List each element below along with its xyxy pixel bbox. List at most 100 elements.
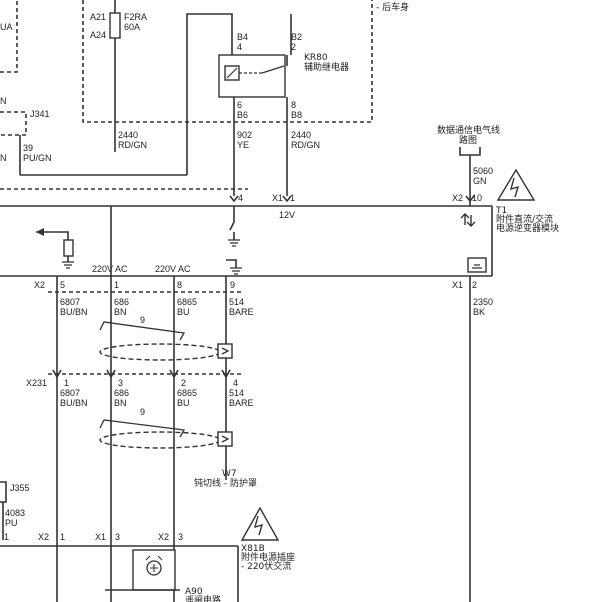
wire-39-color: PU/GN: [23, 153, 52, 163]
j341-label: J341: [30, 109, 50, 119]
ground-icon-2: [228, 239, 240, 247]
left-n2-label: N: [0, 153, 7, 163]
wire-2440-a-circuit: 2440: [118, 130, 138, 140]
x2-mid-pin-9: 9: [230, 280, 235, 290]
fuse-rating: 60A: [124, 22, 140, 32]
bottom-pin-3b: 3: [178, 532, 183, 542]
x231-pin-2: 2: [181, 378, 186, 388]
twist-count-2: 9: [140, 407, 145, 417]
relay-pin-br2: B8: [291, 110, 302, 120]
x2-mid-pin-8: 8: [177, 280, 182, 290]
fuse-pin-bottom: A24: [90, 30, 106, 40]
shield-drain-icon-1: [217, 343, 233, 359]
left-arrow-icon: [36, 228, 44, 236]
resistor-icon: [63, 239, 74, 257]
t1-line1: 附件直流/交流: [496, 213, 553, 225]
relay-pin-tr: B2: [291, 32, 302, 42]
j355-color: PU: [5, 518, 18, 528]
mid-wire-6865-color: BU: [177, 307, 190, 317]
bidirectional-arrow-icon: [460, 213, 476, 227]
x1-top-name: X1: [272, 193, 283, 203]
x2-mid-pin-1: 1: [114, 280, 119, 290]
x2-top-pin: 10: [472, 193, 482, 203]
wire-2350-circuit: 2350: [473, 297, 493, 307]
wire-2350-color: BK: [473, 307, 485, 317]
relay-pin-tl2: 4: [237, 42, 242, 52]
shield-drain-icon-2: [217, 431, 233, 447]
wire-902-color: YE: [237, 140, 249, 150]
j341-connector-boundary: [0, 111, 27, 136]
relay-name: 辅助继电器: [304, 61, 349, 73]
relay-switch-icon: [261, 65, 285, 74]
relay-pin-tr2: 2: [291, 42, 296, 52]
data-comm-line1: 数据通信电气线: [437, 124, 500, 136]
x81b-line2: - 220伏交流: [241, 560, 291, 572]
mid-wire-6807-color: BU/BN: [60, 307, 88, 317]
fuse-pin-top: A21: [90, 12, 106, 22]
ac-label-1: 220V AC: [92, 264, 128, 274]
ground-icon-1: [62, 261, 74, 269]
mid-wire-686-circuit: 686: [114, 297, 129, 307]
x1-mid-pin: 2: [472, 280, 477, 290]
x2-mid-name: X2: [34, 280, 45, 290]
relay-pin-br: 8: [291, 100, 296, 110]
wire-902-circuit: 902: [237, 130, 252, 140]
bottom-x2b: X2: [158, 532, 169, 542]
relay-id: KR80: [304, 53, 328, 63]
bottom-pin-3: 3: [115, 532, 120, 542]
low-wire-686-color: BN: [114, 398, 127, 408]
wire-39-pin: 39: [23, 143, 33, 153]
twist-marker-2: [99, 419, 186, 438]
a90-id: A90: [185, 587, 203, 597]
wire-2440-b-circuit: 2440: [291, 130, 311, 140]
pin-4-label: 4: [238, 193, 243, 203]
bottom-x2a: X2: [38, 532, 49, 542]
mid-wire-514-circuit: 514: [229, 297, 244, 307]
x2-mid-pin-5: 5: [60, 280, 65, 290]
bottom-x1: X1: [95, 532, 106, 542]
high-voltage-warning-icon: [496, 168, 536, 201]
ground-icon-3: [230, 267, 242, 275]
relay-pin-tl: B4: [237, 32, 248, 42]
low-wire-6807-color: BU/BN: [60, 398, 88, 408]
shield-ellipse-2: [99, 431, 221, 449]
low-wire-686-circuit: 686: [114, 388, 129, 398]
bottom-pin-1: 1: [4, 532, 9, 542]
w7-id: W7: [222, 469, 237, 479]
left-n-label: N: [0, 96, 7, 106]
low-wire-6807-circuit: 6807: [60, 388, 80, 398]
w7-name: 钝切线 - 防护罩: [194, 477, 257, 489]
high-voltage-warning-icon-2: [240, 506, 280, 541]
bottom-pin-1b: 1: [60, 532, 65, 542]
wire-2440-a-color: RD/GN: [118, 140, 147, 150]
x231-pin-3: 3: [118, 378, 123, 388]
fuse-name: F2RA: [124, 12, 147, 22]
left-ua-label: UA: [0, 22, 13, 32]
mid-wire-6865-circuit: 6865: [177, 297, 197, 307]
low-wire-514-circuit: 514: [229, 388, 244, 398]
x1-mid-name: X1: [452, 280, 463, 290]
wire-5060-color: GN: [473, 176, 487, 186]
t1-id: T1: [495, 206, 507, 216]
voltage-12v: 12V: [279, 210, 295, 220]
ac-label-2: 220V AC: [155, 264, 191, 274]
x81b-id: X81B: [241, 544, 265, 554]
low-wire-6865-circuit: 6865: [177, 388, 197, 398]
x2-top-name: X2: [452, 193, 463, 203]
relay-pin-bl: 6: [237, 100, 242, 110]
x231-name: X231: [26, 378, 47, 388]
left-module-boundary: [0, 0, 18, 73]
shield-ellipse-1: [99, 343, 221, 361]
twist-marker-1: [99, 321, 186, 341]
x1-top-pin: 1: [290, 193, 295, 203]
j355-name: J355: [10, 483, 30, 493]
wire-5060-circuit: 5060: [473, 166, 493, 176]
fuse-block-boundary: [82, 0, 373, 123]
rear-body-label: - 后车身: [376, 1, 409, 13]
low-wire-6865-color: BU: [177, 398, 190, 408]
x231-pin-1: 1: [64, 378, 69, 388]
mid-wire-686-color: BN: [114, 307, 127, 317]
mid-wire-6807-circuit: 6807: [60, 297, 80, 307]
low-wire-514-color: BARE: [229, 398, 254, 408]
